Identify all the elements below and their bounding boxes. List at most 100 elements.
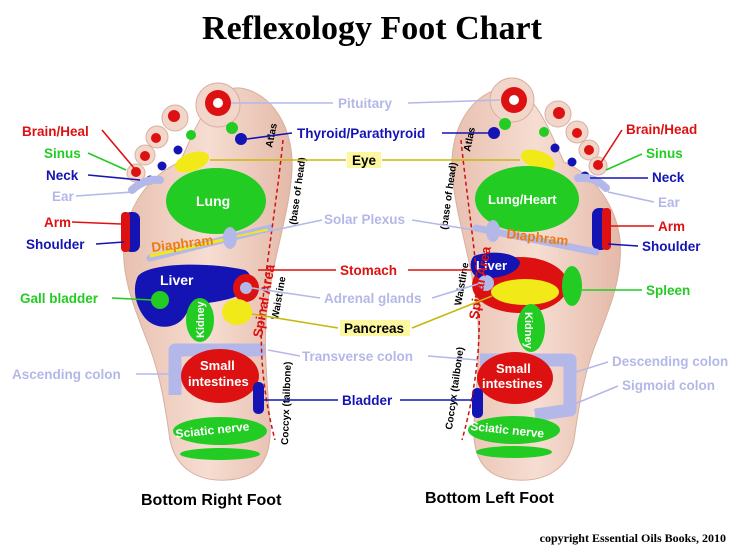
left-solar-plexus-zone (486, 220, 500, 242)
left-thyroid-dot (488, 127, 500, 139)
label-bladder: Bladder (342, 393, 393, 408)
right-brain-dot-1 (168, 110, 180, 122)
right-lung-label: Lung (196, 193, 230, 209)
right-pancreas-zone (222, 299, 252, 325)
left-foot: Lung/Heart Diaphram Liver Kidney Small i… (439, 77, 621, 481)
left-brain-dot-3 (584, 145, 594, 155)
right-diaphram-band (149, 228, 269, 258)
label-brain-left: Brain/Heal (22, 124, 89, 139)
left-neck-dot-1 (550, 143, 560, 153)
left-bladder-zone (472, 388, 483, 418)
label-ear-left: Ear (52, 189, 75, 204)
right-brain-dot-2 (151, 133, 161, 143)
leader-adrenal-b (431, 283, 479, 299)
right-sinus-dot-1 (186, 130, 196, 140)
leader-solar-a (236, 219, 323, 239)
label-adrenal: Adrenal glands (324, 291, 422, 306)
left-brain-dot-2 (572, 128, 582, 138)
label-eye-bg (347, 152, 381, 168)
left-eye-zone (520, 149, 556, 171)
caption-right-foot: Bottom Right Foot (141, 492, 282, 509)
label-eye: Eye (352, 153, 377, 168)
right-sciatic-zone (173, 417, 267, 445)
leader-thyroid-a (246, 132, 293, 140)
label-thyroid: Thyroid/Parathyroid (297, 126, 425, 141)
label-arm-left: Arm (44, 215, 71, 230)
leader-ear-left (75, 191, 133, 197)
leader-sinus-left (87, 152, 127, 171)
left-pituitary-dot (509, 95, 519, 105)
right-heel-green (180, 448, 260, 460)
right-solar-plexus-zone (223, 227, 237, 249)
label-descending-right: Descending colon (612, 354, 728, 369)
left-pancreas-zone (491, 279, 559, 305)
leader-sigmoid-right (559, 385, 619, 411)
label-stomach: Stomach (340, 263, 397, 278)
label-sigmoid-right: Sigmoid colon (622, 378, 715, 393)
right-pituitary-dot (213, 98, 223, 108)
label-transverse: Transverse colon (302, 349, 413, 364)
label-shoulder-left: Shoulder (26, 237, 85, 252)
right-adrenal-dot (240, 282, 252, 294)
right-small-intestines-zone (181, 349, 259, 403)
leader-brain-right (599, 129, 623, 165)
left-sciatic-zone (468, 416, 560, 444)
leader-shoulder-left (95, 241, 125, 245)
right-ascending-colon (168, 343, 265, 395)
right-liver-label: Liver (160, 272, 194, 288)
leader-arm-left (71, 221, 122, 225)
right-gall-bladder-zone (151, 291, 169, 309)
leader-pituitary-b (407, 99, 501, 104)
right-kidney-label: Kidney (195, 300, 207, 338)
leader-transverse-b (427, 355, 479, 361)
right-neck-dot-1 (173, 145, 183, 155)
right-lung-zone (166, 168, 266, 234)
label-shoulder-right: Shoulder (642, 239, 701, 254)
label-pituitary: Pituitary (338, 96, 393, 111)
label-sinus-right: Sinus (646, 146, 683, 161)
left-sinus-dot-1 (499, 118, 511, 130)
right-ear-zone (128, 175, 164, 194)
left-ear-zone (574, 173, 610, 192)
left-arm-zone (602, 208, 611, 250)
right-small-label-2: intestines (188, 374, 249, 389)
leader-neck-left (87, 174, 141, 181)
left-kidney-label: Kidney (522, 312, 534, 350)
left-lung-zone (475, 166, 579, 232)
right-sinus-dot-2 (226, 122, 238, 134)
right-foot: Lung Diaphram Liver Kidney Small intesti… (121, 82, 308, 481)
right-thyroid-dot (235, 133, 247, 145)
leader-solar-b (411, 219, 487, 233)
left-lung-label: Lung/Heart (488, 192, 557, 207)
left-small-label-1: Small (496, 361, 531, 376)
leader-shoulder-right (607, 243, 639, 247)
right-eye-zone (174, 151, 210, 173)
left-spleen-zone (562, 266, 582, 306)
label-neck-left: Neck (46, 168, 79, 183)
leader-transverse-a (267, 349, 301, 357)
right-liver-zone (134, 264, 251, 327)
label-sinus-left: Sinus (44, 146, 81, 161)
label-ascending-left: Ascending colon (12, 367, 121, 382)
left-kidney-zone (517, 304, 545, 352)
right-kidney-zone (186, 298, 214, 342)
leader-pancreas-b (411, 295, 493, 329)
caption-left-foot: Bottom Left Foot (425, 490, 554, 507)
label-gall-left: Gall bladder (20, 291, 99, 306)
left-liver-zone (470, 252, 520, 279)
label-ear-right: Ear (658, 195, 681, 210)
left-heel-green (476, 446, 552, 458)
left-small-label-2: intestines (482, 376, 543, 391)
left-liver-label: Liver (476, 258, 507, 273)
right-neck-dot-2 (157, 161, 167, 171)
leader-sinus-right (605, 153, 643, 171)
page-title: Reflexology Foot Chart (202, 10, 542, 47)
label-brain-right: Brain/Head (626, 122, 697, 137)
label-pancreas: Pancreas (344, 321, 404, 336)
right-brain-dot-3 (140, 151, 150, 161)
left-brain-dot-1 (553, 107, 565, 119)
left-sinus-dot-2 (539, 127, 549, 137)
right-bladder-zone (253, 382, 264, 414)
left-neck-dot-2 (567, 157, 577, 167)
